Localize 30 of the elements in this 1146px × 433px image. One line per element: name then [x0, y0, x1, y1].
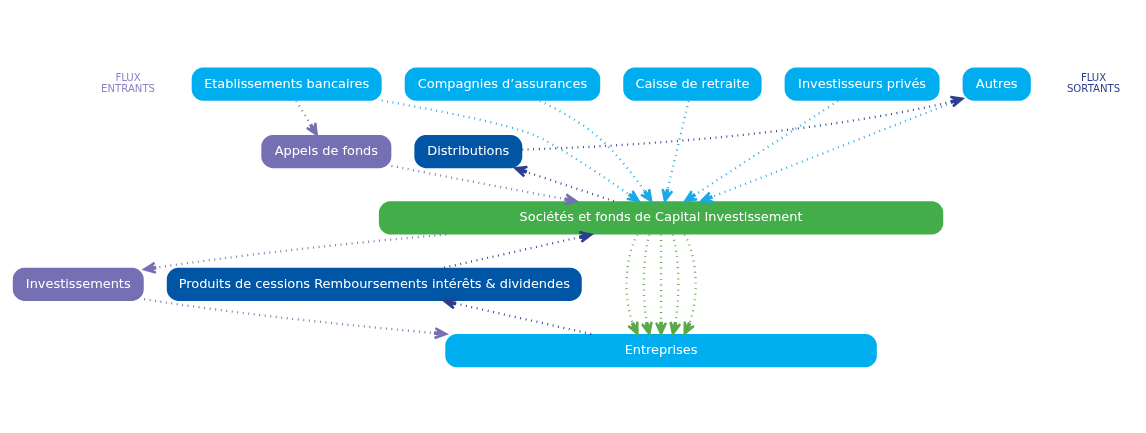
node-box: Compagnies d’assurances — [404, 67, 601, 101]
label: FLUX SORTANTS — [1066, 71, 1121, 94]
arrow — [640, 233, 653, 335]
arrow — [143, 297, 448, 339]
arrow — [443, 230, 593, 269]
node-box: Investisseurs privés — [784, 67, 940, 101]
arrow — [699, 97, 963, 203]
node-box: Entreprises — [445, 333, 877, 367]
arrow — [625, 233, 639, 335]
arrow — [295, 99, 318, 136]
arrow — [522, 95, 964, 151]
label: FLUX ENTRANTS — [101, 71, 156, 94]
arrow — [391, 164, 578, 205]
arrow — [683, 233, 697, 335]
arrow — [514, 165, 615, 202]
node-box: Produits de cessions Remboursements intérêts & dividendes — [166, 267, 582, 301]
arrow — [661, 100, 690, 202]
arrow — [669, 233, 682, 335]
arrow — [539, 99, 653, 202]
node-box: Distributions — [414, 134, 523, 168]
node-box: Etablissements bancaires — [191, 67, 382, 101]
arrow — [381, 98, 640, 202]
node-box: Sociétés et fonds de Capital Investissement — [378, 200, 944, 234]
node-box: Caisse de retraite — [623, 67, 762, 101]
arrow — [442, 296, 592, 335]
arrow — [143, 232, 447, 274]
node-box: Appels de fonds — [261, 134, 392, 168]
node-box: Autres — [962, 67, 1031, 101]
node-box: Investissements — [12, 267, 144, 301]
arrow — [683, 99, 839, 202]
